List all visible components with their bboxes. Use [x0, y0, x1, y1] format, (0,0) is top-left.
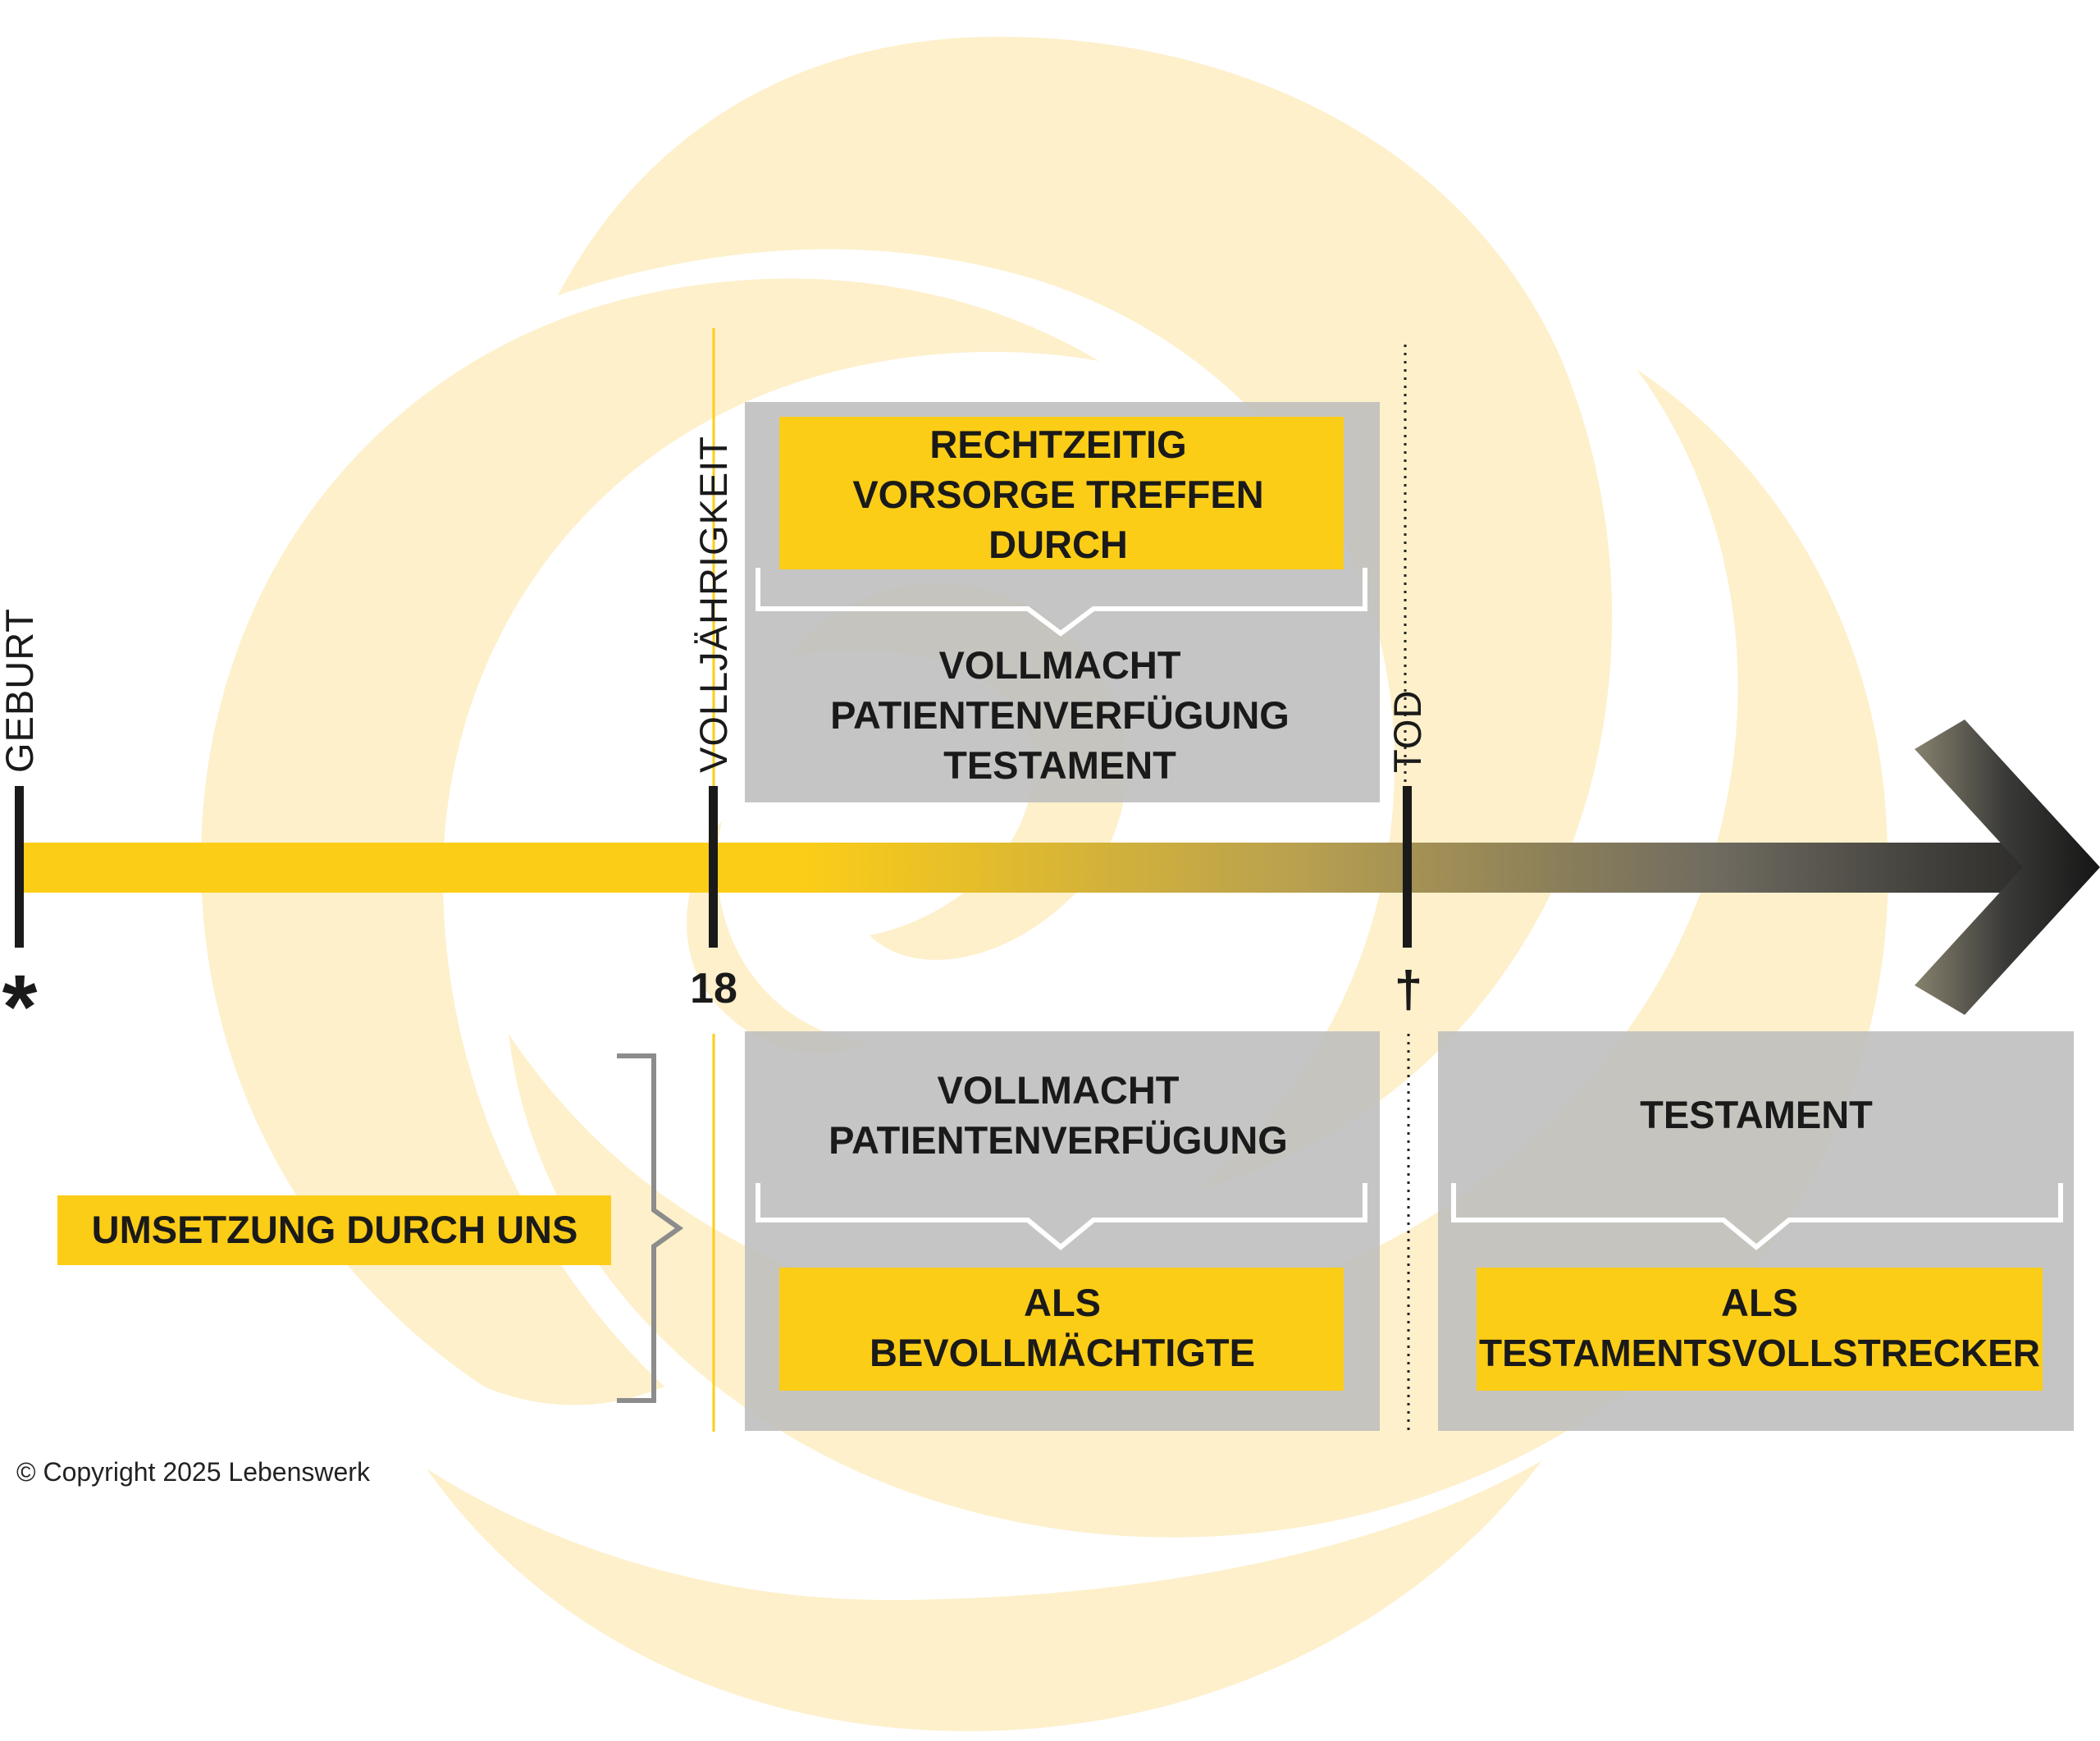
implementation-bracket — [617, 1053, 684, 1403]
top-header-line-3: DURCH — [988, 523, 1128, 566]
implementation-label: UMSETZUNG DURCH UNS — [92, 1208, 578, 1251]
timeline-arrowhead — [1915, 720, 2100, 1015]
top-header-box — [779, 417, 1344, 569]
timeline-bar — [16, 843, 2043, 893]
bottom-right-role-line-2: TESTAMENTSVOLLSTRECKER — [1479, 1332, 2040, 1374]
top-item-vollmacht: VOLLMACHT — [938, 643, 1180, 687]
death-symbol: † — [1395, 962, 1422, 1018]
adulthood-symbol: 18 — [690, 965, 737, 1012]
top-header-line-2: VORSORGE TREFFEN — [852, 473, 1263, 516]
bottom-right-role-line-1: ALS — [1721, 1281, 1798, 1324]
top-item-patientenverfuegung: PATIENTENVERFÜGUNG — [830, 693, 1290, 737]
death-label: TOD — [1386, 690, 1429, 773]
adulthood-label: VOLLJÄHRIGKEIT — [692, 436, 735, 773]
implementation-label-box — [57, 1195, 611, 1265]
bottom-right-role-box — [1477, 1268, 2043, 1391]
top-box-bracket — [756, 568, 1367, 637]
death-tick — [1403, 786, 1412, 948]
top-header-line-1: RECHTZEITIG — [929, 423, 1186, 466]
birth-tick — [15, 786, 24, 948]
bottom-left-role-box — [779, 1268, 1344, 1391]
bottom-left-bracket — [756, 1183, 1367, 1250]
birth-label: GEBURT — [0, 608, 41, 773]
bottom-left-item-vollmacht: VOLLMACHT — [937, 1068, 1179, 1112]
bottom-right-bracket — [1451, 1183, 2063, 1250]
top-item-testament: TESTAMENT — [943, 743, 1176, 787]
copyright-text: © Copyright 2025 Lebenswerk — [16, 1457, 371, 1487]
adulthood-tick — [709, 786, 718, 948]
birth-symbol: * — [2, 957, 38, 1058]
bottom-left-item-patientenverfuegung: PATIENTENVERFÜGUNG — [829, 1118, 1288, 1162]
bottom-left-role-line-1: ALS — [1024, 1281, 1101, 1324]
bottom-left-role-line-2: BEVOLLMÄCHTIGTE — [870, 1331, 1255, 1374]
bottom-right-item-testament: TESTAMENT — [1640, 1093, 1873, 1136]
